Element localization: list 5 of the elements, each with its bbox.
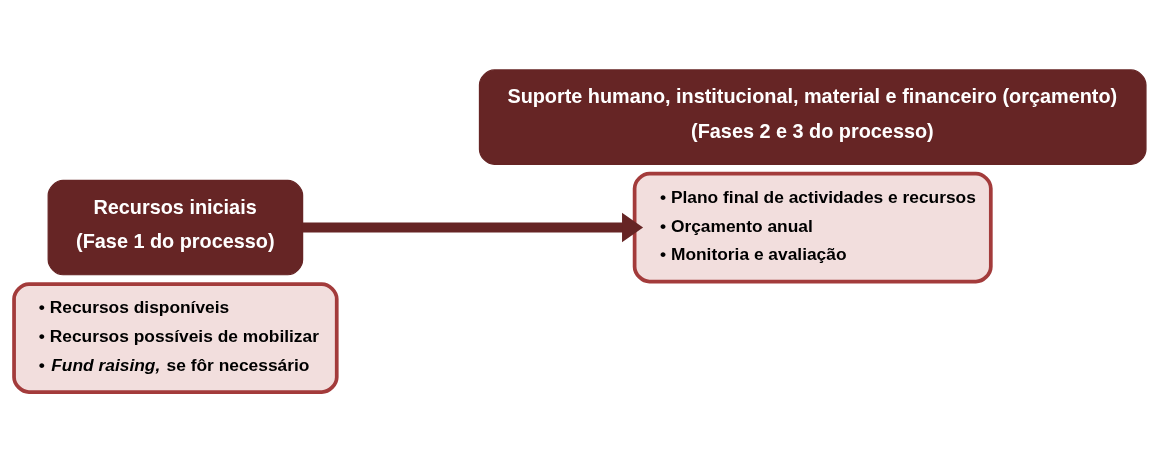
arrow bbox=[302, 212, 644, 242]
node-box: • Plano final de actividades e recursos • Orçamento anual • Monitoria e avaliação bbox=[632, 171, 993, 283]
node-box: Suporte humano, institucional, material e financeiro (orçamento) (Fases 2 e 3 do processo) bbox=[478, 68, 1147, 165]
node-box: • Recursos disponíveis • Recursos possíveis de mobilizar • Fund raising, se fôr necessário bbox=[12, 281, 339, 394]
node-box: Recursos iniciais (Fase 1 do processo) bbox=[47, 179, 304, 275]
